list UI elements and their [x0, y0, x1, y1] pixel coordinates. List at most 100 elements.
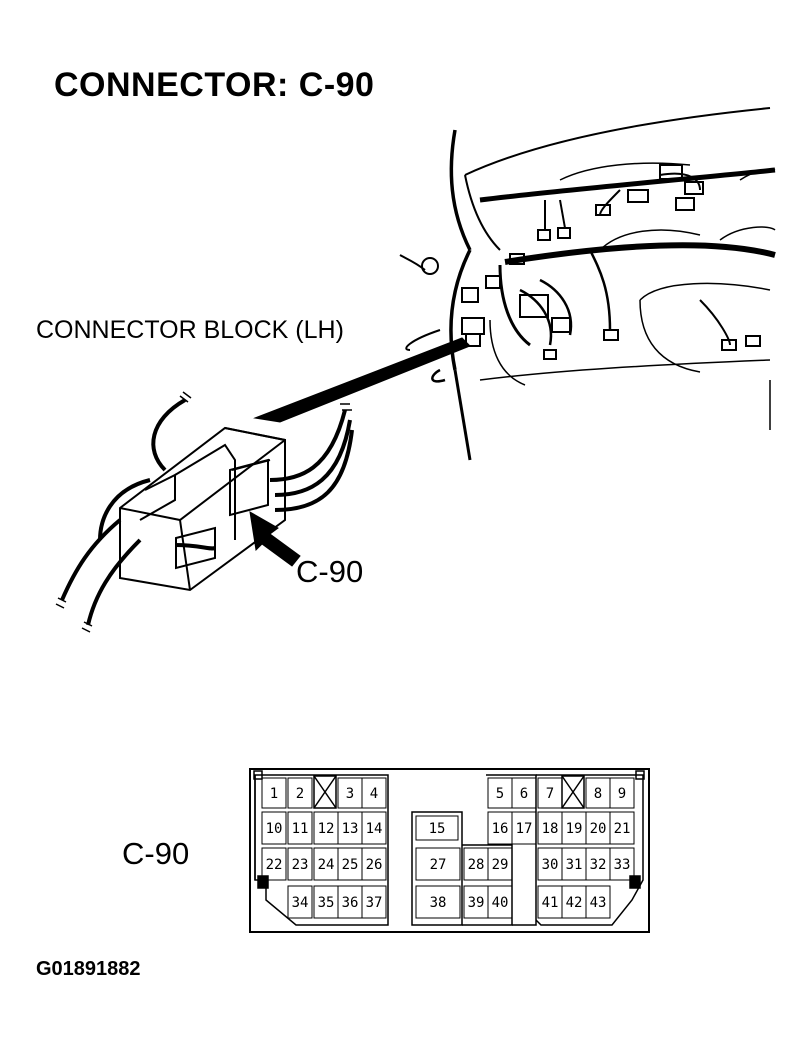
pin-number: 24	[318, 857, 335, 873]
pin-number: 27	[430, 857, 447, 873]
pin-number: 13	[342, 821, 359, 837]
pin-cell-8: 8	[585, 777, 611, 809]
pin-number: 18	[542, 821, 559, 837]
pin-number: 25	[342, 857, 359, 873]
pin-cell-16: 16	[487, 811, 513, 845]
pin-cell-33: 33	[609, 847, 635, 881]
pin-cell-border	[361, 777, 387, 809]
pin-cell-border	[585, 885, 611, 919]
pin-number: 10	[266, 821, 283, 837]
pin-number: 30	[542, 857, 559, 873]
pin-cell-38: 38	[415, 885, 461, 919]
pin-cell-border	[287, 885, 313, 919]
pin-number: 2	[296, 786, 304, 802]
pin-cell-border	[415, 815, 459, 841]
pin-cell-28: 28	[463, 847, 489, 881]
pin-number: 39	[468, 895, 485, 911]
pin-cell-border	[287, 847, 313, 881]
pin-cell-7: 7	[537, 777, 563, 809]
pin-cell-border	[287, 811, 313, 845]
pin-cell-39: 39	[463, 885, 489, 919]
pin-number: 26	[366, 857, 383, 873]
pin-cell-23: 23	[287, 847, 313, 881]
pin-cell-13: 13	[337, 811, 363, 845]
pin-number: 31	[566, 857, 583, 873]
pin-cell-border	[415, 885, 461, 919]
pin-number: 9	[618, 786, 626, 802]
connector-block-label: CONNECTOR BLOCK (LH)	[36, 316, 344, 344]
pin-cell-42: 42	[561, 885, 587, 919]
pin-cell-border	[261, 811, 287, 845]
pin-cell-29: 29	[487, 847, 513, 881]
pin-number: 41	[542, 895, 559, 911]
pin-cell-18: 18	[537, 811, 563, 845]
pin-number: 4	[370, 786, 378, 802]
pin-number: 6	[520, 786, 528, 802]
pin-cell-43: 43	[585, 885, 611, 919]
pin-number: 21	[614, 821, 631, 837]
pin-number: 38	[430, 895, 447, 911]
connector-block-enlarged	[55, 391, 354, 633]
pin-cell-11: 11	[287, 811, 313, 845]
pin-number: 29	[492, 857, 509, 873]
pin-cell-22: 22	[261, 847, 287, 881]
pin-cell-15: 15	[415, 815, 459, 841]
pin-number: 42	[566, 895, 583, 911]
pin-cell-20: 20	[585, 811, 611, 845]
pin-cell-border	[261, 847, 287, 881]
pin-number: 20	[590, 821, 607, 837]
pin-cell-21: 21	[609, 811, 635, 845]
pin-cell-border	[361, 811, 387, 845]
pin-number: 19	[566, 821, 583, 837]
pin-number: 12	[318, 821, 335, 837]
pin-cell-border	[609, 811, 635, 845]
c90-arrow-label: C-90	[296, 554, 364, 589]
pin-cell-border	[511, 777, 537, 809]
pin-cell-2: 2	[287, 777, 313, 809]
pin-number: 34	[292, 895, 309, 911]
pin-number: 28	[468, 857, 485, 873]
pin-number: 16	[492, 821, 509, 837]
pin-number: 40	[492, 895, 509, 911]
pin-cell-31: 31	[561, 847, 587, 881]
pin-cell-12: 12	[313, 811, 339, 845]
pin-cell-40: 40	[487, 885, 513, 919]
pin-number: 22	[266, 857, 283, 873]
figure-id: G01891882	[36, 958, 141, 980]
pin-cell-border	[287, 777, 313, 809]
c90-face-label: C-90	[122, 836, 190, 871]
pin-number: 32	[590, 857, 607, 873]
pin-cell-1: 1	[261, 777, 287, 809]
pin-number: 3	[346, 786, 354, 802]
pin-cell-6: 6	[511, 777, 537, 809]
pin-cell-3: 3	[337, 777, 363, 809]
pin-number: 35	[318, 895, 335, 911]
pin-number: 7	[546, 786, 554, 802]
pin-cell-border	[361, 885, 387, 919]
pin-cell-border	[361, 847, 387, 881]
pin-cell-24: 24	[313, 847, 339, 881]
blank-cavity	[561, 775, 585, 809]
pin-number: 23	[292, 857, 309, 873]
pin-cell-border	[609, 847, 635, 881]
pin-number: 8	[594, 786, 602, 802]
pin-cell-41: 41	[537, 885, 563, 919]
pin-cell-border	[487, 885, 513, 919]
pin-cell-5: 5	[487, 777, 513, 809]
pin-cell-10: 10	[261, 811, 287, 845]
pin-number: 5	[496, 786, 504, 802]
pin-cell-34: 34	[287, 885, 313, 919]
pin-number: 33	[614, 857, 631, 873]
pin-number: 1	[270, 786, 278, 802]
pin-cell-border	[511, 811, 537, 845]
pin-cell-9: 9	[609, 777, 635, 809]
pin-cell-border	[261, 777, 287, 809]
pin-number: 17	[516, 821, 533, 837]
pin-number: 11	[292, 821, 309, 837]
pin-number: 15	[429, 821, 446, 837]
pin-cell-37: 37	[361, 885, 387, 919]
pointer-wedge	[253, 337, 471, 423]
pin-cell-19: 19	[561, 811, 587, 845]
